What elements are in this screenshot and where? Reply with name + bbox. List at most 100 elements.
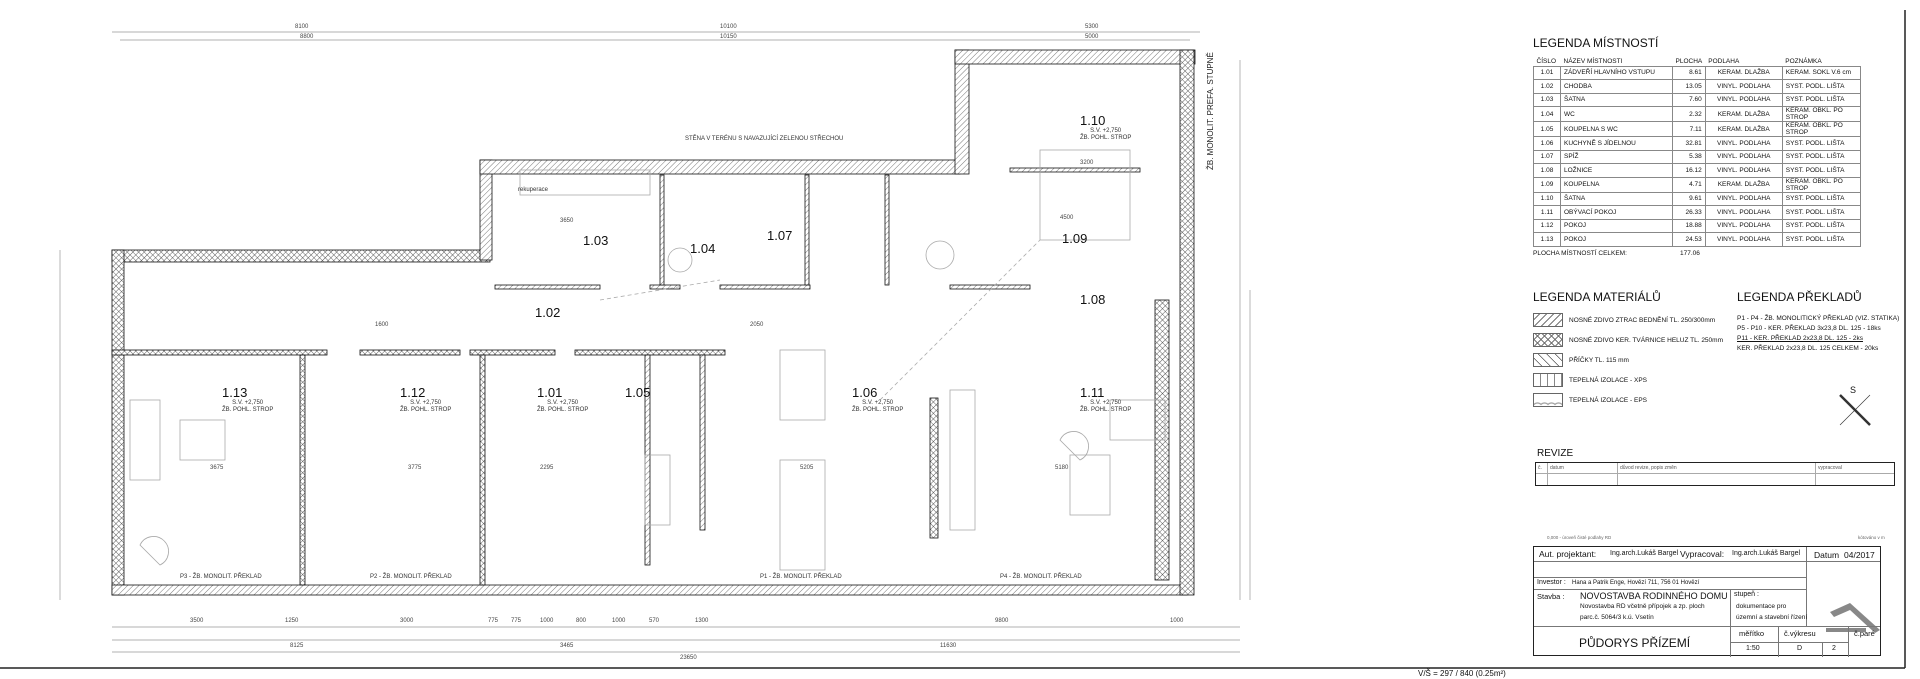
room-number: 1.04 [690,241,716,256]
legend-column-header: ČÍSLO [1536,58,1557,66]
legend-cell: ŠATNA [1560,191,1673,206]
dimension-label: 3500 [190,618,204,624]
legend-cell: KUCHYNĚ S JÍDELNOU [1560,136,1673,151]
wall [574,349,726,356]
legend-cell: SYST. PODL. LIŠTA [1781,149,1861,164]
legend-cell: KERAM. DLAŽBA [1704,65,1783,80]
legend-cell: ŠATNA [1560,92,1673,107]
legend-cell: VINYL. PODLAHA [1704,136,1783,151]
room-number: 1.05 [625,385,651,400]
legend-cell: SYST. PODL. LIŠTA [1781,163,1861,178]
building-line2: Novostavba RD včetně přípojek a zp. ploc… [1580,603,1705,610]
room-number: 1.02 [535,305,561,320]
lintel-legend-line: KER. PŘEKLAD 2x23,8 DL. 125 CELKEM - 20k… [1737,345,1879,352]
dimension-label: 1000 [1170,618,1184,624]
wall [699,354,706,531]
legend-cell: KERAM. OBKL. PO STROP [1781,176,1861,193]
wall [949,284,1031,290]
dimension-label: 2295 [540,465,554,471]
legend-cell: 1.01 [1533,65,1561,80]
wall [479,159,493,261]
total-area-label: PLOCHA MÍSTNOSTÍ CELKEM: [1533,250,1627,257]
legend-cell: 32.81 [1672,136,1706,151]
wall [884,174,890,286]
legend-column-header: PODLAHA [1708,58,1740,66]
room-label: 1.07 [767,228,792,243]
total-area-value: 177.06 [1680,250,1700,257]
dimension-label: 1000 [540,618,554,624]
legend-cell: SYST. PODL. LIŠTA [1781,218,1861,233]
legend-cell: KERAM. OBKL. PO STROP [1781,106,1861,122]
level-note: 0,000 - úroveň čisté podlahy RD [1547,535,1612,540]
wall [804,174,810,286]
legend-cell: 8.61 [1672,65,1706,80]
legend-cell: KERAM. OBKL. PO STROP [1781,121,1861,137]
material-label: NOSNÉ ZDIVO ZTRAC BEDNĚNÍ TL. 250/300mm [1569,316,1716,324]
legend-cell: VINYL. PODLAHA [1704,149,1783,164]
room-number: 1.01 [537,385,563,400]
wall [299,354,306,586]
dimension-label: 3200 [1080,160,1094,166]
material-label: NOSNÉ ZDIVO KER. TVÁRNICE HELUZ TL. 250m… [1569,336,1723,344]
lintel-legend-line: P1 - P4 - ŽB. MONOLITICKÝ PŘEKLAD (VIZ. … [1737,315,1900,322]
wall [649,284,681,290]
room-label: 1.05 [625,385,650,400]
date-value: 04/2017 [1844,550,1875,560]
legend-column-header: PLOCHA [1675,58,1703,66]
wall [359,349,461,356]
prepared-label: Vypracoval: [1680,549,1725,559]
wall [954,49,1196,65]
dimension-label: 1000 [612,618,626,624]
note-lintel: P3 - ŽB. MONOLIT. PŘEKLAD [180,574,262,580]
legend-cell: 1.02 [1533,79,1561,94]
legend-cell: OBÝVACÍ POKOJ [1560,205,1673,220]
legend-cell: 4.71 [1672,176,1706,193]
wall [1179,49,1195,596]
dimension-label: 1250 [285,618,299,624]
legend-cell: 1.12 [1533,218,1561,233]
legend-cell: SYST. PODL. LIŠTA [1781,191,1861,206]
room-label: 1.03 [583,233,608,248]
drawing-title: PŮDORYS PŘÍZEMÍ [1579,636,1691,650]
lintel-legend-line: P11 - KER. PŘEKLAD 2x23,8 DL. 125 - 2ks [1737,335,1863,342]
rev-header: důvod revize, popis změn [1618,463,1816,473]
legend-cell: WC [1560,106,1673,122]
author-value: Ing.arch.Lukáš Bargel [1610,550,1679,557]
legend-cell: 24.53 [1672,232,1706,247]
room-ceiling-height: S.V. +2,750 [547,400,579,406]
dimension-label: 10150 [720,34,737,40]
north-arrow-icon [1839,394,1871,426]
legend-cell: 9.61 [1672,191,1706,206]
drawing-number: 2 [1832,645,1836,652]
rev-header: č. [1536,463,1548,473]
note-lintel: P1 - ŽB. MONOLIT. PŘEKLAD [760,574,842,580]
legend-cell: 1.09 [1533,176,1561,193]
dimension-label: 3775 [408,465,422,471]
legend-cell: 1.08 [1533,163,1561,178]
title-block: Aut. projektant: Ing.arch.Lukáš Bargel V… [1533,546,1881,657]
room-number: 1.12 [400,385,426,400]
lintel-legend-line: P5 - P10 - KER. PŘEKLAD 3x23,8 DL. 125 -… [1737,325,1881,332]
dimension-label: 1600 [375,322,389,328]
drawing-no-label: č.výkresu [1784,629,1816,638]
legend-cell: 2.32 [1672,106,1706,122]
legend-materials-title: LEGENDA MATERIÁLŮ [1533,290,1661,304]
legend-cell: 7.60 [1672,92,1706,107]
dimension-label: 8100 [295,24,309,30]
legend-cell: 26.33 [1672,205,1706,220]
wall [111,584,1188,596]
legend-cell: KERAM. SOKL V.6 cm [1781,65,1861,80]
date-label: Datum [1814,550,1840,560]
dimension-label: 8125 [290,643,304,649]
